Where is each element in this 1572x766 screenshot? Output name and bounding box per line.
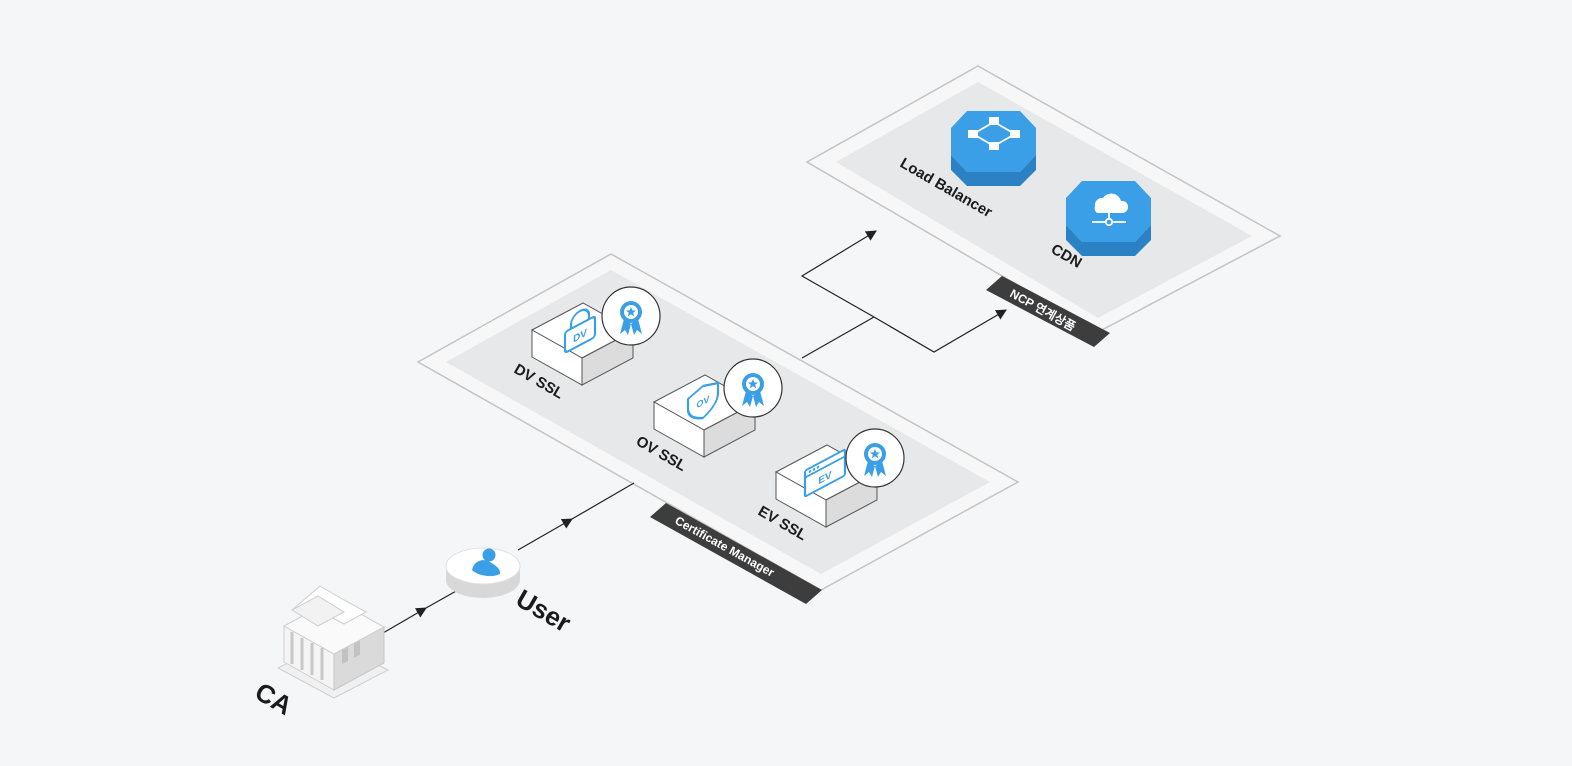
ov-certificate-award-icon (723, 358, 783, 418)
ca-node: CA (250, 585, 390, 721)
bank-building-icon (276, 585, 390, 699)
cloud-network-icon (1092, 193, 1129, 227)
ncp-panel (805, 65, 1282, 333)
edge-certificate-manager-cdn (873, 309, 1007, 353)
dv-certificate-award-icon (601, 286, 661, 346)
edge-certificate-manager-load-balancer (800, 230, 877, 318)
cdn-node: CDN (1048, 181, 1151, 272)
padlock-icon: DV (563, 308, 597, 354)
ov-ssl-node: OV OV SSL (633, 358, 783, 475)
user-label: User (511, 583, 576, 638)
browser-window-icon: EV (803, 448, 847, 498)
ca-label: CA (250, 676, 298, 721)
edge-ca-user (382, 607, 427, 634)
shield-icon: OV (686, 381, 720, 420)
ev-certificate-award-icon (845, 428, 905, 488)
user-node: User (445, 547, 576, 638)
edge-user-certificate-manager (517, 518, 573, 551)
connectors (382, 230, 1007, 634)
load-balancer-network-icon (968, 117, 1020, 150)
user-icon (472, 548, 501, 577)
